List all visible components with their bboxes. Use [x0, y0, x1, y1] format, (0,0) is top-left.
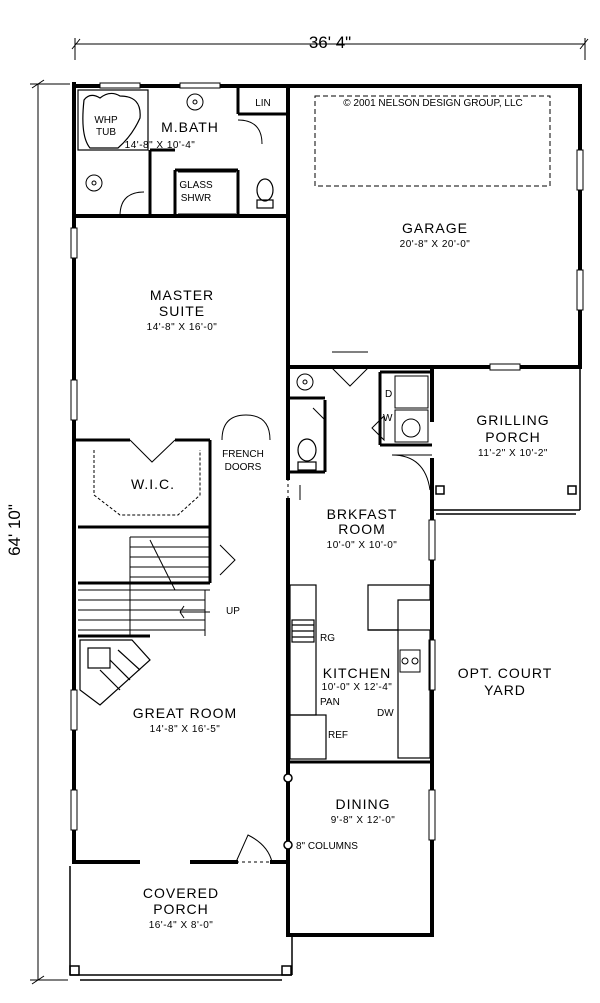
columns-label: 8" COLUMNS	[296, 841, 358, 852]
depth-dimension-line	[30, 79, 70, 985]
breakfast-dim: 10'-0" X 10'-0"	[327, 540, 398, 551]
grilling-porch-dim: 11'-2" X 10'-2"	[478, 448, 548, 459]
covered-porch-label-2: PORCH	[153, 901, 209, 917]
copyright-text: © 2001 NELSON DESIGN GROUP, LLC	[343, 98, 522, 109]
grilling-porch-label-2: PORCH	[485, 429, 541, 445]
master-suite-dim: 14'-8" X 16'-0"	[147, 322, 218, 333]
staircase	[78, 536, 210, 636]
whp-tub-label-2: TUB	[96, 127, 116, 138]
range-label: RG	[320, 633, 335, 644]
whirlpool-tub-icon	[77, 89, 149, 151]
wic-shelving	[93, 450, 201, 516]
sink-icon	[85, 93, 421, 673]
linen-label: LIN	[255, 98, 271, 109]
m-bath-label: M.BATH	[161, 119, 219, 135]
covered-porch-dim: 16'-4" X 8'-0"	[149, 920, 214, 931]
m-bath-dim: 14'-8" X 10'-4"	[125, 140, 196, 151]
breakfast-label-1: BRKFAST	[327, 506, 398, 522]
washer-dryer-icon	[394, 375, 429, 443]
kitchen-counters	[289, 584, 431, 760]
interior-walls	[74, 86, 432, 764]
great-room-label: GREAT ROOM	[133, 705, 237, 721]
stairs-up-label: UP	[226, 606, 240, 617]
court-yard-label-1: OPT. COURT	[458, 665, 553, 681]
overall-width-label: 36' 4"	[309, 33, 351, 52]
french-doors-label-2: DOORS	[225, 462, 262, 473]
whp-tub-label-1: WHP	[94, 115, 118, 126]
dining-dim: 9'-8" X 12'-0"	[331, 815, 396, 826]
glass-shower-label-2: SHWR	[181, 193, 212, 204]
kitchen-label: KITCHEN	[323, 665, 391, 681]
glass-shower-label-1: GLASS	[179, 180, 213, 191]
great-room-dim: 14'-8" X 16'-5"	[150, 724, 221, 735]
toilet-icon	[256, 178, 317, 471]
width-dimension-line	[71, 38, 589, 60]
washer-label: W	[383, 413, 393, 424]
dryer-label: D	[385, 389, 392, 400]
covered-porch-label-1: COVERED	[143, 885, 219, 901]
pantry-label: PAN	[320, 697, 340, 708]
grilling-porch-label-1: GRILLING	[476, 412, 549, 428]
court-yard-label-2: YARD	[484, 682, 526, 698]
overall-depth-label: 64' 10"	[5, 504, 24, 556]
master-suite-label-2: SUITE	[159, 303, 205, 319]
breakfast-label-2: ROOM	[338, 521, 386, 537]
door-swings	[119, 119, 432, 863]
master-suite-label-1: MASTER	[150, 287, 214, 303]
garage-dim: 20'-8" X 20'-0"	[400, 239, 471, 250]
french-doors-label-1: FRENCH	[222, 449, 264, 460]
garage-door-outline	[314, 95, 551, 187]
wic-label: W.I.C.	[131, 476, 175, 492]
dining-label: DINING	[336, 796, 391, 812]
covered-porch-outline	[69, 859, 293, 981]
garage-label: GARAGE	[402, 220, 468, 236]
openings	[236, 478, 289, 863]
grilling-porch-outline	[432, 367, 581, 515]
dishwasher-label: DW	[377, 708, 394, 719]
refrigerator-label: REF	[328, 730, 348, 741]
glass-shower-icon	[178, 171, 236, 215]
fireplace-icon	[79, 639, 151, 706]
kitchen-dim: 10'-0" X 12'-4"	[322, 682, 393, 693]
windows	[70, 82, 584, 841]
